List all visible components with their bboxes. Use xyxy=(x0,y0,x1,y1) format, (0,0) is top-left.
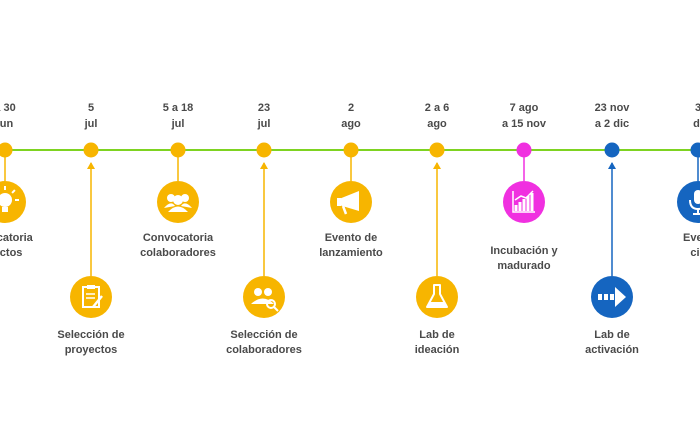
label-m4: Selección de colaboradores xyxy=(226,329,302,356)
label-m9: Event cie xyxy=(683,232,700,259)
icon-circle-m2 xyxy=(70,276,112,318)
date-m9: 3 di xyxy=(693,102,700,130)
date-m3: 5 a 18 jul xyxy=(162,102,194,130)
arrowhead-m4 xyxy=(260,162,268,169)
icon-circle-m4 xyxy=(243,276,285,318)
node-m5 xyxy=(343,142,359,158)
label-m3: Convocatoria colaboradores xyxy=(140,232,216,259)
date-m2: 5 jul xyxy=(84,102,98,130)
label-m8: Lab de activación xyxy=(585,329,639,356)
node-m9 xyxy=(690,142,700,158)
lightbulb-icon xyxy=(0,186,19,212)
date-m6: 2 a 6 ago xyxy=(424,102,450,130)
node-m3 xyxy=(170,142,186,158)
arrowhead-m6 xyxy=(433,162,441,169)
flask-icon xyxy=(426,284,448,308)
node-m1 xyxy=(0,142,13,158)
label-m6: Lab de ideación xyxy=(414,329,460,356)
label-m7: Incubación y madurado xyxy=(490,245,558,272)
people-icon xyxy=(164,194,192,212)
date-m5: 2 ago xyxy=(341,102,361,130)
arrowhead-m2 xyxy=(87,162,95,169)
icon-circle-m1 xyxy=(0,181,26,223)
icon-circle-m6 xyxy=(416,276,458,318)
date-m1: a 30 jun xyxy=(0,102,16,130)
node-m8 xyxy=(604,142,620,158)
label-m2: Selección de proyectos xyxy=(57,329,125,356)
node-m4 xyxy=(256,142,272,158)
people-search-icon xyxy=(251,288,279,312)
date-m8: 23 nov a 2 dic xyxy=(594,102,630,130)
date-m4: 23 jul xyxy=(257,102,271,130)
date-m7: 7 ago a 15 nov xyxy=(501,102,547,130)
arrowhead-m8 xyxy=(608,162,616,169)
clipboard-icon xyxy=(82,285,103,308)
node-m6 xyxy=(429,142,445,158)
node-m7 xyxy=(516,142,532,158)
label-m1: ovocatoria yectos xyxy=(0,232,33,259)
icon-circle-m9 xyxy=(677,181,700,223)
arrow-icon xyxy=(598,287,626,307)
bar-chart-icon xyxy=(512,190,535,213)
label-m5: Evento de lanzamiento xyxy=(319,232,383,259)
microphone-icon xyxy=(689,190,700,215)
megaphone-icon xyxy=(337,191,359,215)
node-m2 xyxy=(83,142,99,158)
